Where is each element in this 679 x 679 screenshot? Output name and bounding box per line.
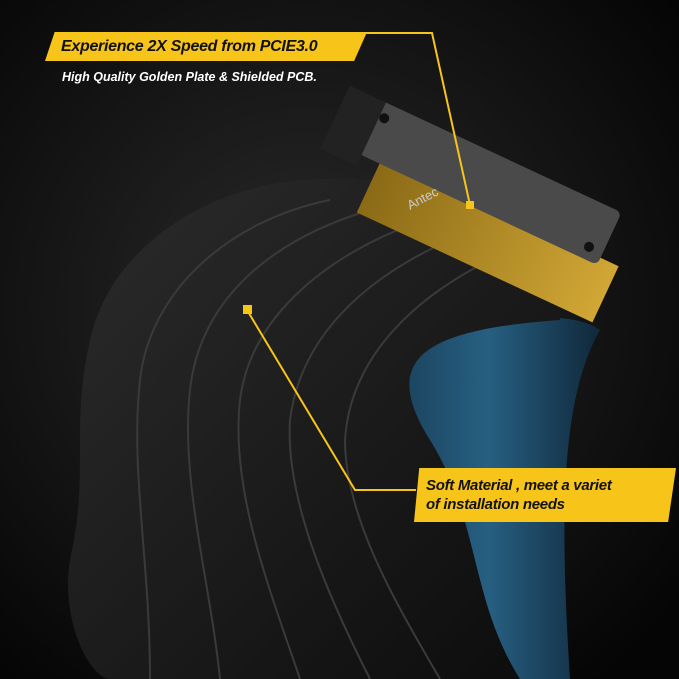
- callout-banner-speed: Experience 2X Speed from PCIE3.0: [45, 32, 367, 61]
- callout-dot-1: [466, 201, 474, 209]
- callout-dot-2: [243, 305, 252, 314]
- callout-subtitle: High Quality Golden Plate & Shielded PCB…: [62, 70, 317, 84]
- ribbon-cable: [68, 179, 560, 679]
- pcie-connector: [320, 85, 620, 323]
- callout-line1: Soft Material , meet a variet: [426, 477, 612, 494]
- callout-banner-material: Soft Material , meet a variet of install…: [414, 468, 676, 522]
- callout-title: Experience 2X Speed from PCIE3.0: [61, 38, 318, 55]
- callout-line-2: [246, 309, 416, 491]
- callout-line-1: [360, 32, 471, 206]
- callout-line2: of installation needs: [426, 496, 565, 513]
